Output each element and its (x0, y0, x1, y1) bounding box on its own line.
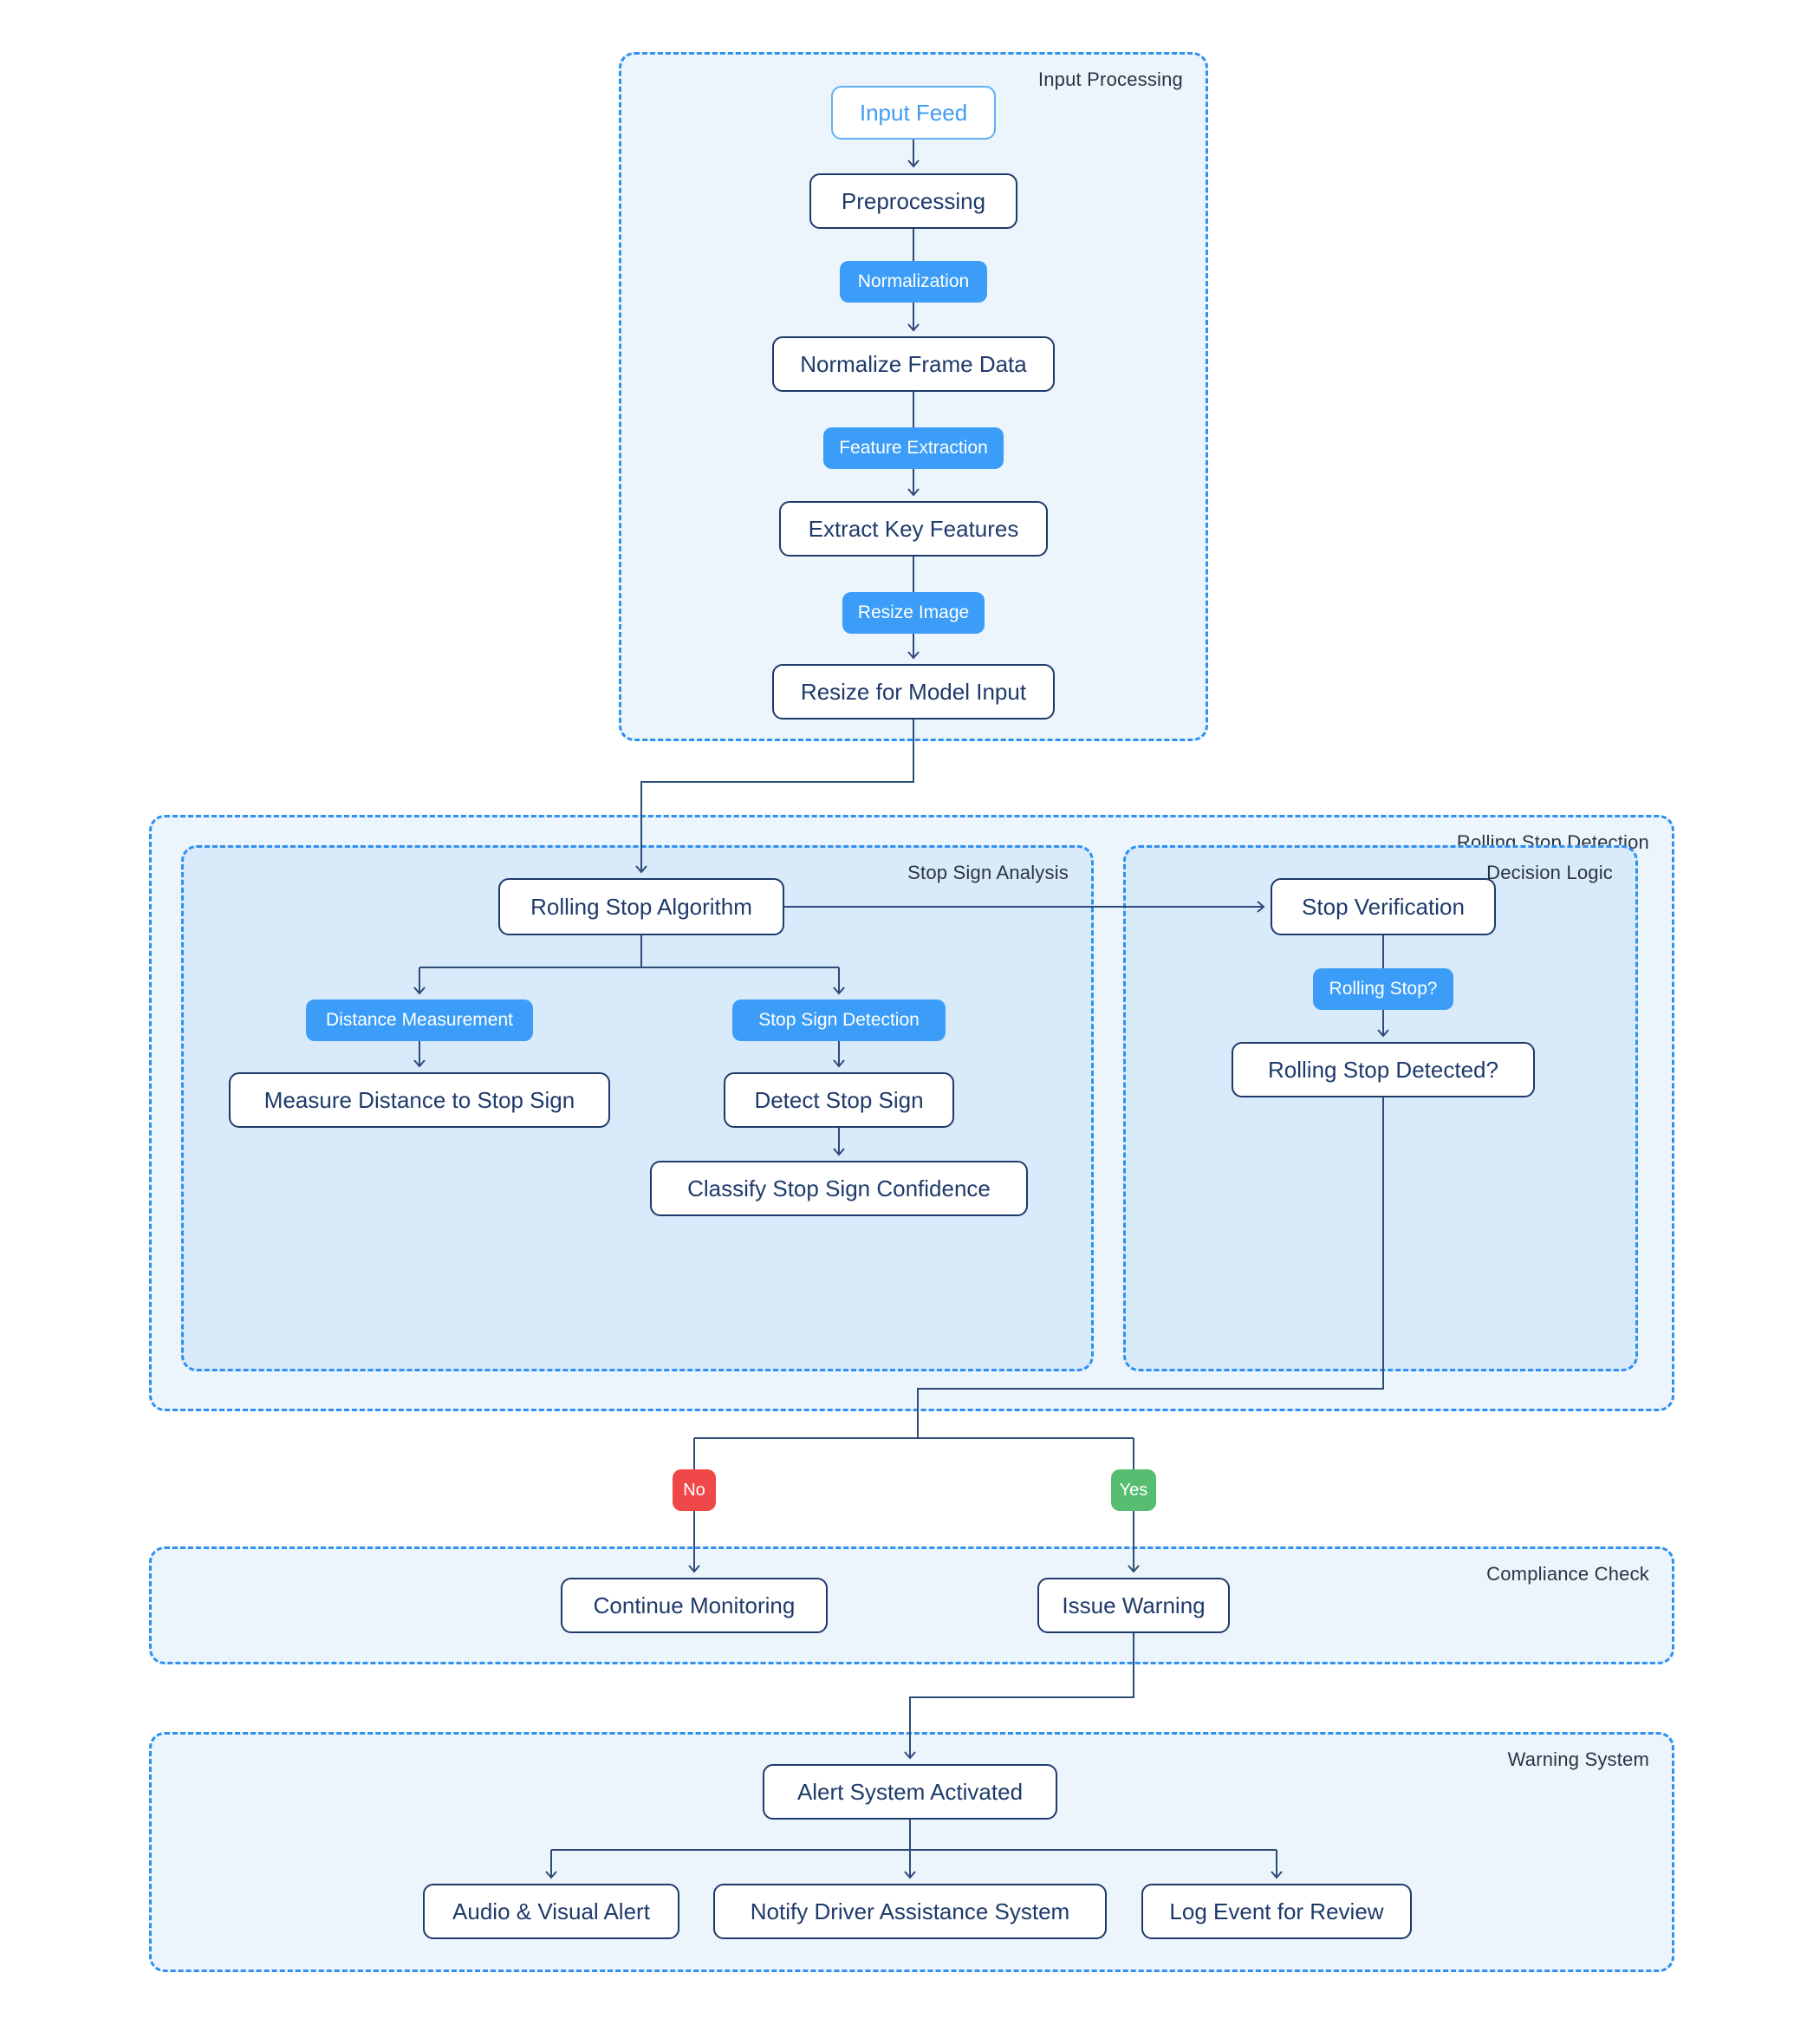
node-rolling-stop-detected: Rolling Stop Detected? (1232, 1042, 1535, 1097)
container-label-compliance-check: Compliance Check (1486, 1563, 1649, 1585)
node-notify-driver-assistance-system: Notify Driver Assistance System (713, 1884, 1107, 1939)
container-compliance-check: Compliance Check (149, 1546, 1674, 1664)
node-input-feed: Input Feed (831, 86, 996, 140)
edge-label-no: No (673, 1469, 716, 1511)
edge-label-distance-measurement: Distance Measurement (306, 999, 533, 1041)
node-audio-visual-alert: Audio & Visual Alert (423, 1884, 679, 1939)
node-rolling-stop-algorithm: Rolling Stop Algorithm (498, 878, 784, 935)
node-continue-monitoring: Continue Monitoring (561, 1578, 828, 1633)
container-label-decision-logic: Decision Logic (1486, 862, 1613, 883)
node-classify-stop-sign-confidence: Classify Stop Sign Confidence (650, 1161, 1028, 1216)
node-extract-key-features: Extract Key Features (779, 501, 1048, 557)
node-detect-stop-sign: Detect Stop Sign (724, 1072, 954, 1128)
node-log-event-for-review: Log Event for Review (1141, 1884, 1412, 1939)
edge-label-rolling-stop: Rolling Stop? (1313, 968, 1453, 1010)
node-preprocessing: Preprocessing (809, 173, 1017, 229)
node-stop-verification: Stop Verification (1271, 878, 1496, 935)
edge-label-feature-extraction: Feature Extraction (823, 427, 1004, 469)
container-label-warning-system: Warning System (1507, 1748, 1649, 1770)
node-measure-distance-to-stop-sign: Measure Distance to Stop Sign (229, 1072, 610, 1128)
node-issue-warning: Issue Warning (1037, 1578, 1230, 1633)
edge-label-yes: Yes (1111, 1469, 1156, 1511)
edge-label-resize-image: Resize Image (842, 592, 985, 634)
edge-label-normalization: Normalization (840, 261, 987, 303)
container-label-stop-sign-analysis: Stop Sign Analysis (907, 862, 1069, 883)
container-label-input-processing: Input Processing (1037, 68, 1183, 90)
edge-label-stop-sign-detection: Stop Sign Detection (732, 999, 946, 1041)
node-resize-for-model-input: Resize for Model Input (772, 664, 1055, 719)
node-alert-system-activated: Alert System Activated (763, 1764, 1057, 1820)
node-normalize-frame-data: Normalize Frame Data (772, 336, 1055, 392)
